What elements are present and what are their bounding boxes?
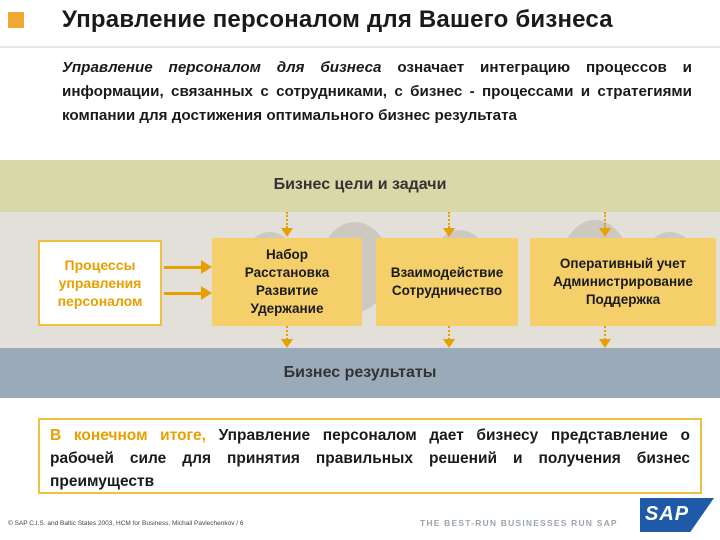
- footer-tagline: THE BEST-RUN BUSINESSES RUN SAP: [420, 518, 618, 528]
- hr-activity-item: Набор: [265, 247, 309, 262]
- hr-processes-line: персоналом: [57, 293, 143, 309]
- interaction-box: Взаимодействие Сотрудничество: [376, 238, 518, 326]
- arrow-down-icon: [599, 228, 611, 237]
- hr-activity-item: Удержание: [250, 301, 324, 316]
- header-divider: [0, 46, 720, 48]
- interaction-to-results-connector: [448, 326, 450, 340]
- business-results-band: [0, 348, 720, 398]
- conclusion-box: В конечном итоге, Управление персоналом …: [38, 418, 702, 494]
- arrow-down-icon: [443, 339, 455, 348]
- hr-processes-box: Процессы управления персоналом: [38, 240, 162, 326]
- interaction-item: Взаимодействие: [390, 265, 504, 280]
- operations-box: Оперативный учет Администрирование Подде…: [530, 238, 716, 326]
- ops-to-results-connector: [604, 326, 606, 340]
- hr-activities-box: Набор Расстановка Развитие Удержание: [212, 238, 362, 326]
- sap-logo-text: SAP: [645, 503, 690, 525]
- hr-activity-item: Развитие: [255, 283, 319, 298]
- intro-line4: оптимального бизнес результата: [266, 107, 518, 124]
- intro-line1-rest: означает интеграцию: [381, 59, 571, 76]
- conclusion-lead: В конечном итоге,: [50, 427, 206, 444]
- arrow-right-icon: [164, 260, 212, 274]
- goals-to-hrlist-connector: [286, 212, 288, 228]
- intro-line3: бизнес - процессами и стратегиями компан…: [62, 83, 693, 124]
- hr-processes-line: Процессы: [64, 257, 136, 273]
- intro-line2: процессов и информации, связанных с сотр…: [62, 59, 693, 100]
- conclusion-line1-rest: Управление персоналом дает бизнесу: [205, 427, 539, 444]
- hrlist-to-results-connector: [286, 326, 288, 340]
- conclusion-line2: представление о рабочей силе для приняти…: [50, 427, 691, 467]
- title-bullet-square: [8, 12, 24, 28]
- arrow-down-icon: [281, 339, 293, 348]
- intro-paragraph: Управление персоналом для бизнеса означа…: [62, 56, 692, 128]
- business-goals-band: [0, 160, 720, 212]
- slide-title: Управление персоналом для Вашего бизнеса: [62, 6, 613, 33]
- hr-activity-item: Расстановка: [244, 265, 330, 280]
- operations-item: Администрирование: [553, 274, 693, 289]
- goals-to-interaction-connector: [448, 212, 450, 228]
- intro-emphasis: Управление персоналом для бизнеса: [62, 59, 382, 76]
- business-results-label: Бизнес результаты: [283, 364, 437, 381]
- hr-processes-line: управления: [58, 275, 142, 291]
- business-goals-label: Бизнес цели и задачи: [273, 176, 447, 193]
- arrow-down-icon: [443, 228, 455, 237]
- operations-item: Поддержка: [585, 292, 661, 307]
- conclusion-line3: получения бизнес преимуществ: [50, 450, 690, 490]
- arrow-down-icon: [281, 228, 293, 237]
- interaction-item: Сотрудничество: [391, 283, 503, 298]
- footer-copyright: © SAP C.I.S. and Baltic States 2003, HCM…: [8, 520, 244, 527]
- arrow-down-icon: [599, 339, 611, 348]
- arrow-right-icon: [164, 286, 212, 300]
- goals-to-ops-connector: [604, 212, 606, 228]
- operations-item: Оперативный учет: [559, 256, 687, 271]
